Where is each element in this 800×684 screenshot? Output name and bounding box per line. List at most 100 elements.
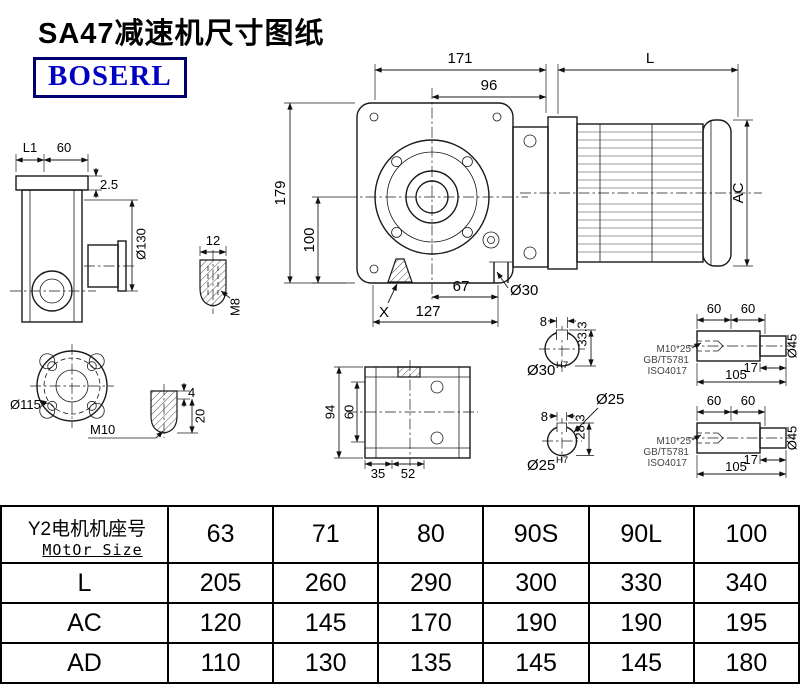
- key-detail-1: 12 M8: [199, 233, 242, 316]
- motor-view: [512, 116, 762, 270]
- label-o25h7: Ø25: [527, 457, 555, 474]
- dim-o45-se1: Ø45: [784, 334, 799, 359]
- page-title: SA47减速机尺寸图纸: [38, 18, 325, 50]
- dim-96: 96: [481, 77, 498, 94]
- dim-105-se1: 105: [725, 367, 747, 382]
- technical-drawing: 171 96 L 179 100 AC 67 Ø30 X 127: [10, 50, 799, 481]
- side-view: L1 60 2.5 Ø130: [10, 140, 148, 323]
- shaft-end-1: 60 60 M10*25 GB/T5781 ISO4017 17 105 Ø45: [643, 301, 799, 386]
- std-gb-se1: GB/T5781: [643, 355, 689, 366]
- dim-67: 67: [453, 278, 470, 295]
- dim-o130: Ø130: [133, 228, 148, 260]
- dim-127: 127: [415, 303, 440, 320]
- cell-AC-1: 145: [272, 602, 380, 644]
- dim-o115: Ø115: [10, 397, 41, 412]
- cell-L-4: 330: [587, 562, 695, 604]
- dim-100: 100: [301, 227, 318, 252]
- dim-60-bottom: 60: [341, 405, 356, 419]
- table-row-L: L 205 260 290 300 330 340: [0, 562, 800, 604]
- thread-callout-se2: M10*25: [657, 436, 692, 447]
- cell-AC-2: 170: [377, 602, 485, 644]
- dim-33-3: 33.3: [574, 321, 589, 346]
- label-o25h7-tol: H7: [556, 455, 568, 466]
- dim-179: 179: [272, 180, 289, 205]
- cell-L-2: 290: [377, 562, 485, 604]
- dim-60a-se2: 60: [707, 393, 721, 408]
- dim-94: 94: [322, 405, 337, 419]
- dim-60b-se1: 60: [741, 301, 755, 316]
- dim-L1: L1: [23, 140, 37, 155]
- dim-17-se1: 17: [744, 360, 758, 375]
- detail-mark-x: X: [379, 304, 389, 321]
- table-row-AD: AD 110 130 135 145 145 180: [0, 642, 800, 684]
- section-o30: 8 33.3 Ø30 H7: [527, 314, 596, 379]
- key-detail-2: 4 20: [150, 383, 207, 438]
- brand-logo-text: BOSERL: [48, 60, 172, 92]
- cell-AD-0: 110: [166, 642, 275, 684]
- cell-AD-3: 145: [482, 642, 590, 684]
- label-o30h7-tol: H7: [556, 360, 568, 371]
- dim-4: 4: [188, 385, 195, 400]
- row-label-L: L: [0, 562, 169, 604]
- label-o30h7: Ø30: [527, 362, 555, 379]
- row-label-AC: AC: [0, 602, 169, 644]
- motor-size-3: 90S: [482, 505, 590, 564]
- motor-size-header: Y2电机机座号 MOtOr Size: [0, 505, 169, 564]
- std-gb-se2: GB/T5781: [643, 447, 689, 458]
- cell-L-0: 205: [166, 562, 275, 604]
- cell-L-3: 300: [482, 562, 590, 604]
- dim-20: 20: [192, 409, 207, 423]
- table-row-AC: AC 120 145 170 190 190 195: [0, 602, 800, 644]
- dim-17-se2: 17: [744, 452, 758, 467]
- cell-AD-4: 145: [587, 642, 695, 684]
- std-iso-se2: ISO4017: [648, 458, 688, 469]
- motor-size-header-cn: Y2电机机座号: [27, 518, 147, 540]
- cell-AC-3: 190: [482, 602, 590, 644]
- dim-35: 35: [371, 466, 385, 481]
- dim-8-o30: 8: [540, 314, 547, 329]
- dim-12: 12: [206, 233, 220, 248]
- motor-size-5: 100: [692, 505, 800, 564]
- dim-8-o25: 8: [541, 409, 548, 424]
- front-view-dimensions: 171 96 L 179 100 AC 67 Ø30 X 127: [272, 50, 753, 327]
- dim-105-se2: 105: [725, 459, 747, 474]
- dim-AC: AC: [730, 182, 747, 203]
- dim-o30-shaft: Ø30: [510, 282, 538, 299]
- motor-size-2: 80: [377, 505, 485, 564]
- dim-52: 52: [401, 466, 415, 481]
- section-o25: 8 28.3 Ø25 Ø25 H7: [527, 391, 624, 474]
- motor-size-1: 71: [272, 505, 380, 564]
- cell-AC-5: 195: [692, 602, 800, 644]
- dim-171: 171: [447, 50, 472, 67]
- dim-28-3: 28.3: [572, 414, 587, 439]
- motor-size-4: 90L: [587, 505, 695, 564]
- cell-L-1: 260: [272, 562, 380, 604]
- brand-logo: BOSERL: [33, 57, 187, 98]
- dim-2-5: 2.5: [100, 177, 118, 192]
- flange-view: Ø115 M10: [10, 344, 164, 439]
- dim-m10: M10: [90, 422, 115, 437]
- dim-60a-se1: 60: [707, 301, 721, 316]
- cell-AD-2: 135: [377, 642, 485, 684]
- std-iso-se1: ISO4017: [648, 366, 688, 377]
- front-view: [346, 88, 528, 302]
- motor-size-header-en: MOtOr Size: [42, 540, 143, 559]
- bottom-view: 94 60 35 52: [322, 360, 478, 481]
- dim-m8: M8: [227, 298, 242, 316]
- dim-60-side: 60: [57, 140, 71, 155]
- cell-AC-0: 120: [166, 602, 275, 644]
- cell-AC-4: 190: [587, 602, 695, 644]
- dim-L: L: [646, 50, 654, 67]
- motor-size-0: 63: [166, 505, 275, 564]
- dimension-table: Y2电机机座号 MOtOr Size 63 71 80 90S 90L 100 …: [0, 505, 800, 684]
- label-o25: Ø25: [596, 391, 624, 408]
- row-label-AD: AD: [0, 642, 169, 684]
- table-row-motor-size: Y2电机机座号 MOtOr Size 63 71 80 90S 90L 100: [0, 505, 800, 564]
- cell-L-5: 340: [692, 562, 800, 604]
- motor-fins: [578, 131, 702, 253]
- thread-callout-se1: M10*25: [657, 344, 692, 355]
- dim-60b-se2: 60: [741, 393, 755, 408]
- shaft-end-2: 60 60 M10*25 GB/T5781 ISO4017 17 105 Ø45: [643, 393, 799, 478]
- cell-AD-1: 130: [272, 642, 380, 684]
- cell-AD-5: 180: [692, 642, 800, 684]
